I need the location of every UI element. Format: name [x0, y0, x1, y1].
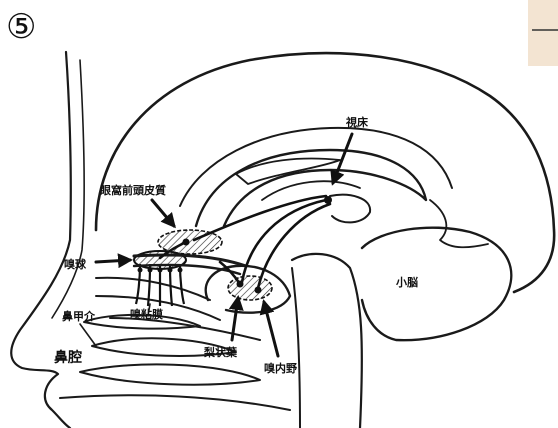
- pathway-entorhinal-to-thalamus: [258, 204, 330, 288]
- arrow-olfactory-bulb: [96, 260, 130, 262]
- corpus-callosum-outline: [196, 150, 426, 226]
- palate-line: [60, 395, 290, 410]
- label-thalamus: 視床: [345, 115, 369, 129]
- nasal-concha-lower: [80, 364, 260, 384]
- pointer-nasal-concha: [80, 324, 96, 346]
- label-nasal-cavity: 鼻腔: [54, 349, 82, 366]
- thalamus-node: [324, 196, 332, 204]
- arrow-thalamus: [333, 134, 352, 183]
- label-cerebellum: 小脳: [395, 275, 418, 289]
- step-marker: ⑤: [6, 7, 36, 47]
- brainstem-front-outline: [292, 268, 300, 428]
- brainstem-outline: [292, 254, 362, 428]
- label-nasal-concha: 鼻甲介: [62, 309, 96, 323]
- arrow-orbitofrontal: [152, 200, 174, 226]
- orbitofrontal-region-shape: [158, 230, 222, 254]
- label-olfactory-mucosa: 嗅粘膜: [130, 307, 163, 321]
- label-piriform-lobe: 梨状葉: [203, 345, 238, 359]
- olfactory-pathways: [160, 196, 330, 288]
- parieto-occipital-lines: [430, 200, 488, 247]
- label-olfactory-bulb: 嗅球: [64, 257, 87, 271]
- corner-tab: [528, 0, 558, 66]
- face-profile-outline: [11, 52, 71, 428]
- thalamus-region-outline: [330, 195, 370, 223]
- piriform-region-shape: [228, 276, 272, 300]
- cerebellum-outline: [362, 228, 511, 341]
- label-orbitofrontal-cortex: 眼窩前頭皮質: [100, 183, 166, 197]
- label-entorhinal-area: 嗅内野: [264, 361, 297, 375]
